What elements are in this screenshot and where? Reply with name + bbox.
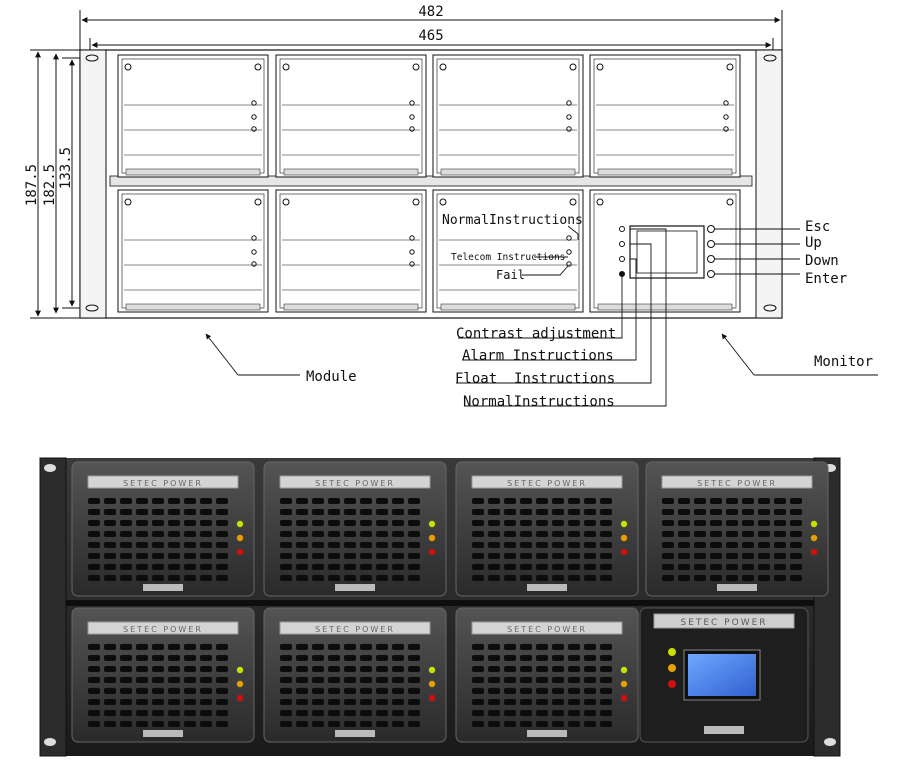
contrast-adjustment-callout: Contrast adjustment: [456, 326, 616, 342]
module-slots: [117, 54, 741, 313]
monitor-panel: [619, 225, 715, 279]
up-key-label: Up: [805, 235, 822, 251]
module-led-icon: [236, 520, 244, 528]
module-led-icon: [236, 666, 244, 674]
monitor-brand-plate: SETEC POWER: [680, 618, 767, 628]
module-led-icon: [620, 534, 628, 542]
rectifier-module: SETEC POWER: [71, 461, 255, 597]
module-led-icon: [810, 548, 818, 556]
module-brand-plate: SETEC POWER: [315, 479, 395, 488]
module-led-icon: [428, 666, 436, 674]
module-brand-plate: SETEC POWER: [697, 479, 777, 488]
rectifier-module: SETEC POWER: [455, 607, 639, 743]
dimension-height-182-5: 182.5: [42, 53, 59, 314]
technical-drawing: 482 465 187.5 182.5 133.5: [24, 4, 878, 410]
alarm-indicator-icon: [619, 256, 625, 262]
module-led-icon: [236, 534, 244, 542]
down-key-icon: [707, 255, 715, 263]
dimension-height-133-5: 133.5: [58, 57, 80, 309]
rectifier-module: SETEC POWER: [263, 461, 447, 597]
normal-instructions-callout: NormalInstructions: [463, 394, 615, 410]
dimension-label-133-5: 133.5: [58, 147, 74, 189]
module-slot: [117, 54, 269, 178]
monitor-label: Monitor: [814, 354, 873, 370]
module-led-icon: [428, 520, 436, 528]
monitor-indicator-leaders: [456, 228, 667, 407]
module-pointer: [205, 333, 300, 376]
module-led-icon: [620, 520, 628, 528]
rectifier-modules: SETEC POWER SETEC POWER SETEC POWER SETEC P…: [71, 461, 829, 743]
float-instructions-callout: Float Instructions: [455, 371, 615, 387]
up-key-icon: [707, 240, 715, 248]
contrast-knob-icon: [619, 271, 625, 277]
module-slot: [432, 54, 584, 178]
module-slot: [589, 54, 741, 178]
module-fail-callout: Fail: [496, 268, 525, 282]
float-led-icon: [668, 664, 676, 672]
normal-indicator-icon: [619, 226, 625, 232]
down-key-label: Down: [805, 253, 839, 269]
module-led-icon: [620, 694, 628, 702]
module-normal-callout: NormalInstructions: [442, 213, 583, 228]
monitor-pointer: [721, 333, 878, 376]
dimension-label-187-5: 187.5: [24, 164, 40, 206]
normal-led-icon: [668, 648, 676, 656]
monitor-lcd-screen: [688, 654, 756, 696]
module-led-icon: [428, 534, 436, 542]
module-led-icon: [620, 666, 628, 674]
module-led-icon: [428, 548, 436, 556]
module-slot: [432, 189, 584, 313]
module-led-icon: [428, 680, 436, 688]
rectifier-module: SETEC POWER: [71, 607, 255, 743]
module-brand-plate: SETEC POWER: [507, 479, 587, 488]
module-slot: [117, 189, 269, 313]
module-telecom-callout: Telecom Instructions: [451, 252, 565, 263]
alarm-instructions-callout: Alarm Instructions: [462, 348, 614, 364]
enter-key-label: Enter: [805, 271, 847, 287]
monitor-key-leaders: [715, 228, 800, 275]
alarm-led-icon: [668, 680, 676, 688]
dimension-label-465: 465: [418, 28, 443, 44]
module-brand-plate: SETEC POWER: [507, 625, 587, 634]
module-led-icon: [428, 694, 436, 702]
module-slot: [275, 189, 427, 313]
float-indicator-icon: [619, 241, 625, 247]
rectifier-module: SETEC POWER: [455, 461, 639, 597]
module-led-icon: [236, 548, 244, 556]
esc-key-label: Esc: [805, 219, 830, 235]
enter-key-icon: [707, 270, 715, 278]
module-brand-plate: SETEC POWER: [123, 625, 203, 634]
dimension-label-482: 482: [418, 4, 443, 20]
module-led-icon: [236, 694, 244, 702]
module-led-icon: [620, 680, 628, 688]
rectifier-module: SETEC POWER: [645, 461, 829, 597]
module-led-icon: [620, 548, 628, 556]
module-led-icon: [810, 534, 818, 542]
dimension-width-482: 482: [79, 4, 783, 50]
dimension-label-182-5: 182.5: [42, 164, 58, 206]
module-brand-plate: SETEC POWER: [123, 479, 203, 488]
module-led-icon: [810, 520, 818, 528]
module-slot: [275, 54, 427, 178]
module-callouts: [522, 225, 579, 276]
rectifier-module: SETEC POWER: [263, 607, 447, 743]
chassis-outline: [79, 49, 783, 319]
module-label: Module: [306, 369, 357, 385]
module-led-icon: [236, 680, 244, 688]
esc-key-icon: [707, 225, 715, 233]
monitor-unit: SETEC POWER: [639, 607, 809, 743]
module-brand-plate: SETEC POWER: [315, 625, 395, 634]
